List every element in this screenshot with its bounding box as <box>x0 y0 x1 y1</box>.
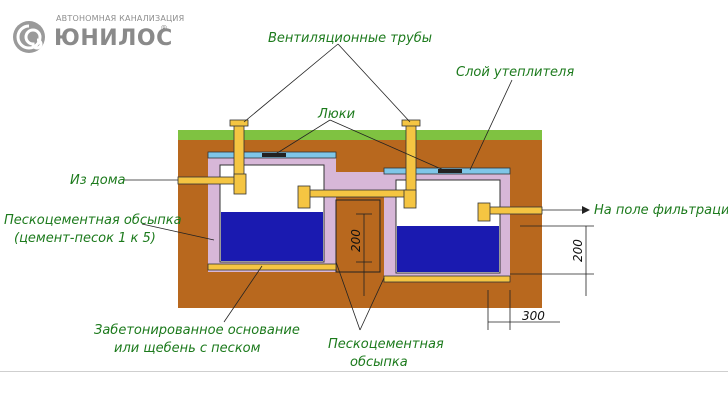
logo-name: ЮНИЛОС <box>54 26 173 51</box>
label-concrete-base-2: или щебень с песком <box>114 341 261 356</box>
label-insulation: Слой утеплителя <box>456 65 574 80</box>
dim-300: 300 <box>522 309 545 323</box>
transfer-elbow-right <box>403 189 417 209</box>
label-from-house: Из дома <box>70 173 126 188</box>
transfer-elbow-left <box>297 185 311 209</box>
right-tank-water <box>397 226 499 272</box>
left-vent-cap <box>229 119 249 127</box>
divider <box>0 371 728 372</box>
swirl-logo-icon <box>13 21 45 53</box>
middle-backfill <box>322 172 390 194</box>
left-tank-water <box>221 212 323 261</box>
right-base <box>383 275 511 283</box>
grass-layer <box>178 130 542 140</box>
label-sand-cement-2b: обсыпка <box>350 355 408 370</box>
left-base <box>207 263 337 271</box>
logo-tagline: АВТОНОМНАЯ КАНАЛИЗАЦИЯ <box>56 14 185 23</box>
logo-registered-mark: ® <box>160 24 168 33</box>
inlet-pipe <box>177 176 239 185</box>
right-vent-cap <box>401 119 421 127</box>
outlet-arrow-icon <box>582 206 590 214</box>
dim-left-200: 200 <box>349 229 363 252</box>
middle-inner <box>335 199 381 273</box>
label-hatches: Люки <box>317 107 355 122</box>
right-hatch <box>438 169 462 173</box>
label-sand-cement-1b: (цемент-песок 1 к 5) <box>14 231 156 246</box>
logo: АВТОНОМНАЯ КАНАЛИЗАЦИЯ ЮНИЛОС ® <box>8 8 184 56</box>
dim-right-200: 200 <box>571 239 585 262</box>
inlet-elbow <box>233 173 247 195</box>
outlet-elbow <box>477 202 491 222</box>
label-sand-cement-2a: Пескоцементная <box>328 337 444 352</box>
label-concrete-base-1: Забетонированное основание <box>94 323 300 338</box>
label-sand-cement-1: Пескоцементная обсыпка <box>4 213 182 228</box>
transfer-pipe <box>305 189 407 198</box>
label-vent-pipes: Вентиляционные трубы <box>268 31 432 46</box>
label-to-field: На поле фильтрации <box>594 203 728 218</box>
outlet-pipe <box>483 206 543 215</box>
